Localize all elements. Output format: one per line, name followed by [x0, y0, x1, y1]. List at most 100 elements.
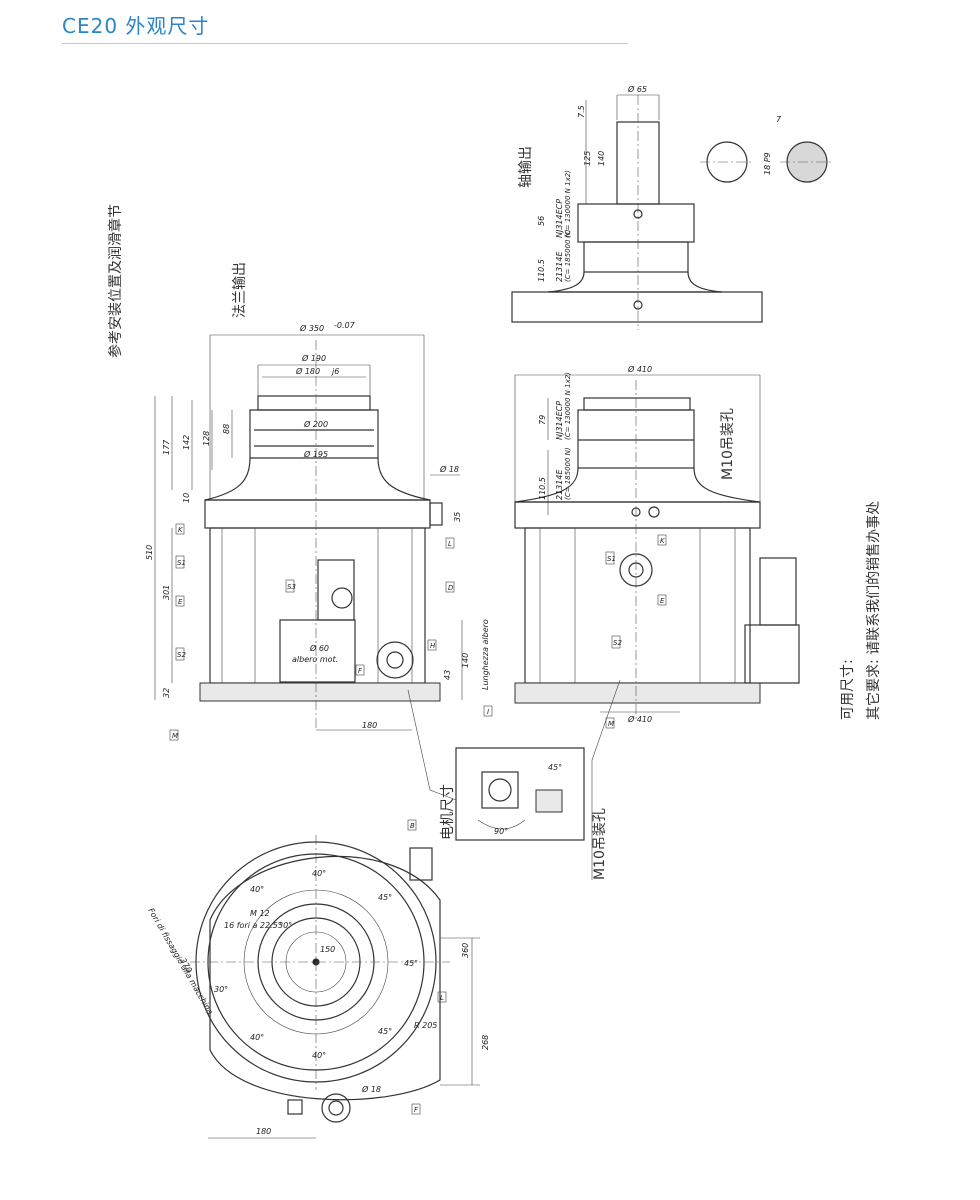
note-motor-size: 电机尺寸	[440, 784, 456, 840]
svg-text:Ø 180: Ø 180	[295, 366, 320, 376]
note-ref-install: 参考安装位置及润滑章节	[107, 204, 124, 358]
svg-text:Ø 18: Ø 18	[361, 1084, 381, 1094]
svg-text:30°: 30°	[214, 985, 228, 994]
svg-text:S3: S3	[287, 583, 296, 591]
svg-text:(C= 185000 N): (C= 185000 N)	[564, 229, 572, 282]
tag-S1-front: S1	[175, 555, 186, 569]
svg-text:NJ314ECP: NJ314ECP	[555, 401, 564, 440]
svg-text:45°: 45°	[378, 1027, 392, 1036]
tag-D-front: D	[445, 581, 455, 593]
svg-text:可用尺寸:: 可用尺寸:	[840, 659, 856, 720]
svg-text:法兰输出: 法兰输出	[232, 262, 248, 318]
svg-text:125: 125	[583, 151, 592, 166]
svg-text:140: 140	[461, 653, 470, 668]
svg-text:43: 43	[443, 670, 452, 680]
svg-text:301: 301	[162, 585, 171, 600]
svg-text:albero mot.: albero mot.	[292, 655, 338, 664]
svg-text:S2: S2	[177, 651, 186, 659]
svg-text:Ø 410: Ø 410	[627, 364, 652, 374]
tag-M-side: M	[605, 717, 615, 729]
svg-text:K: K	[178, 526, 184, 534]
svg-text:7.5: 7.5	[577, 105, 586, 118]
svg-text:L: L	[448, 540, 452, 548]
tag-M-front: M	[169, 729, 179, 741]
svg-text:40°: 40°	[250, 1033, 264, 1042]
svg-text:Lunghezza albero: Lunghezza albero	[481, 619, 490, 690]
motor-detail: 90° 45°	[455, 747, 585, 841]
svg-text:180: 180	[362, 721, 377, 730]
svg-text:S1: S1	[177, 559, 186, 567]
tag-F-plan: F	[411, 1103, 421, 1115]
svg-text:Fori di fissaggio alla macchin: Fori di fissaggio alla macchina	[146, 907, 214, 1017]
shaft-view: Ø 65 7.5 140 125 56 110.5 NJ314ECP (C= 1…	[511, 84, 834, 330]
svg-text:Ø 60: Ø 60	[309, 643, 329, 653]
tag-K-side: K	[657, 534, 667, 546]
svg-text:H: H	[430, 642, 436, 650]
svg-text:I: I	[487, 708, 489, 716]
tag-H-front: H	[427, 639, 437, 651]
svg-text:45°: 45°	[548, 763, 562, 772]
svg-text:110.5: 110.5	[537, 259, 546, 282]
note-hoist-hole-bottom: M10吊装孔	[592, 808, 608, 880]
svg-text:32: 32	[162, 688, 171, 698]
note-hoist-hole-right: M10吊装孔	[720, 408, 736, 480]
note-flange-output: 法兰输出	[232, 262, 248, 318]
svg-text:21314E: 21314E	[555, 251, 564, 282]
tag-L-front: L	[445, 537, 455, 549]
front-view: Ø 350 -0.07 Ø 190 Ø 180 j6 Ø 200 Ø 195 5…	[145, 321, 493, 741]
svg-text:45°: 45°	[378, 893, 392, 902]
svg-text:128: 128	[202, 431, 211, 446]
svg-text:Ø 18: Ø 18	[439, 464, 459, 474]
leader-hoist-bottom	[591, 679, 621, 880]
svg-text:Ø 350: Ø 350	[299, 323, 324, 333]
svg-text:90°: 90°	[494, 827, 508, 836]
svg-text:E: E	[660, 597, 665, 605]
svg-text:30°: 30°	[278, 921, 292, 930]
svg-text:j6: j6	[331, 367, 339, 376]
svg-text:110.5: 110.5	[538, 477, 547, 500]
svg-text:参考安装位置及润滑章节: 参考安装位置及润滑章节	[107, 204, 124, 358]
svg-text:B: B	[410, 822, 415, 830]
svg-text:21314E: 21314E	[555, 469, 564, 500]
svg-text:M10吊装孔: M10吊装孔	[592, 808, 608, 880]
svg-text:360: 360	[461, 943, 470, 958]
svg-text:180: 180	[256, 1127, 271, 1136]
svg-text:45°: 45°	[404, 959, 418, 968]
plan-view: 360 268 150 M 12 16 fori a 22.5° R 205 Ø…	[146, 819, 490, 1139]
svg-text:S1: S1	[607, 555, 616, 563]
tag-I-front: I	[483, 705, 493, 717]
tag-B-plan: B	[407, 819, 417, 831]
svg-text:S2: S2	[613, 639, 622, 647]
svg-text:56: 56	[537, 216, 546, 226]
tag-S3-front: S3	[285, 579, 296, 593]
svg-text:88: 88	[222, 424, 231, 434]
svg-text:M: M	[172, 732, 178, 740]
note-other-requirements: 其它要求: 请联系我们的销售办事处	[865, 501, 882, 720]
page-title: CE20 外观尺寸	[62, 14, 210, 38]
svg-text:35: 35	[453, 512, 462, 522]
svg-text:L: L	[440, 994, 444, 1002]
tag-K-front: K	[175, 523, 185, 535]
svg-text:M: M	[608, 720, 614, 728]
svg-text:18 P9: 18 P9	[763, 152, 772, 175]
tag-E-side: E	[657, 594, 667, 606]
svg-text:K: K	[660, 537, 666, 545]
svg-text:M10吊装孔: M10吊装孔	[720, 408, 736, 480]
svg-text:Ø 200: Ø 200	[303, 419, 328, 429]
svg-text:140: 140	[597, 151, 606, 166]
tag-S2-side: S2	[611, 635, 622, 649]
svg-text:79: 79	[538, 415, 547, 425]
svg-text:E: E	[178, 598, 183, 606]
svg-text:D: D	[448, 584, 454, 592]
svg-text:F: F	[358, 667, 363, 675]
svg-text:40°: 40°	[312, 1051, 326, 1060]
tag-F-front: F	[355, 664, 365, 676]
svg-text:7: 7	[776, 115, 782, 124]
svg-text:40°: 40°	[312, 869, 326, 878]
svg-text:Ø 65: Ø 65	[627, 84, 647, 94]
svg-text:电机尺寸: 电机尺寸	[440, 784, 456, 840]
svg-text:268: 268	[481, 1035, 490, 1050]
svg-text:(C= 130000 N 1x2): (C= 130000 N 1x2)	[564, 372, 572, 440]
svg-text:Ø 195: Ø 195	[303, 449, 328, 459]
